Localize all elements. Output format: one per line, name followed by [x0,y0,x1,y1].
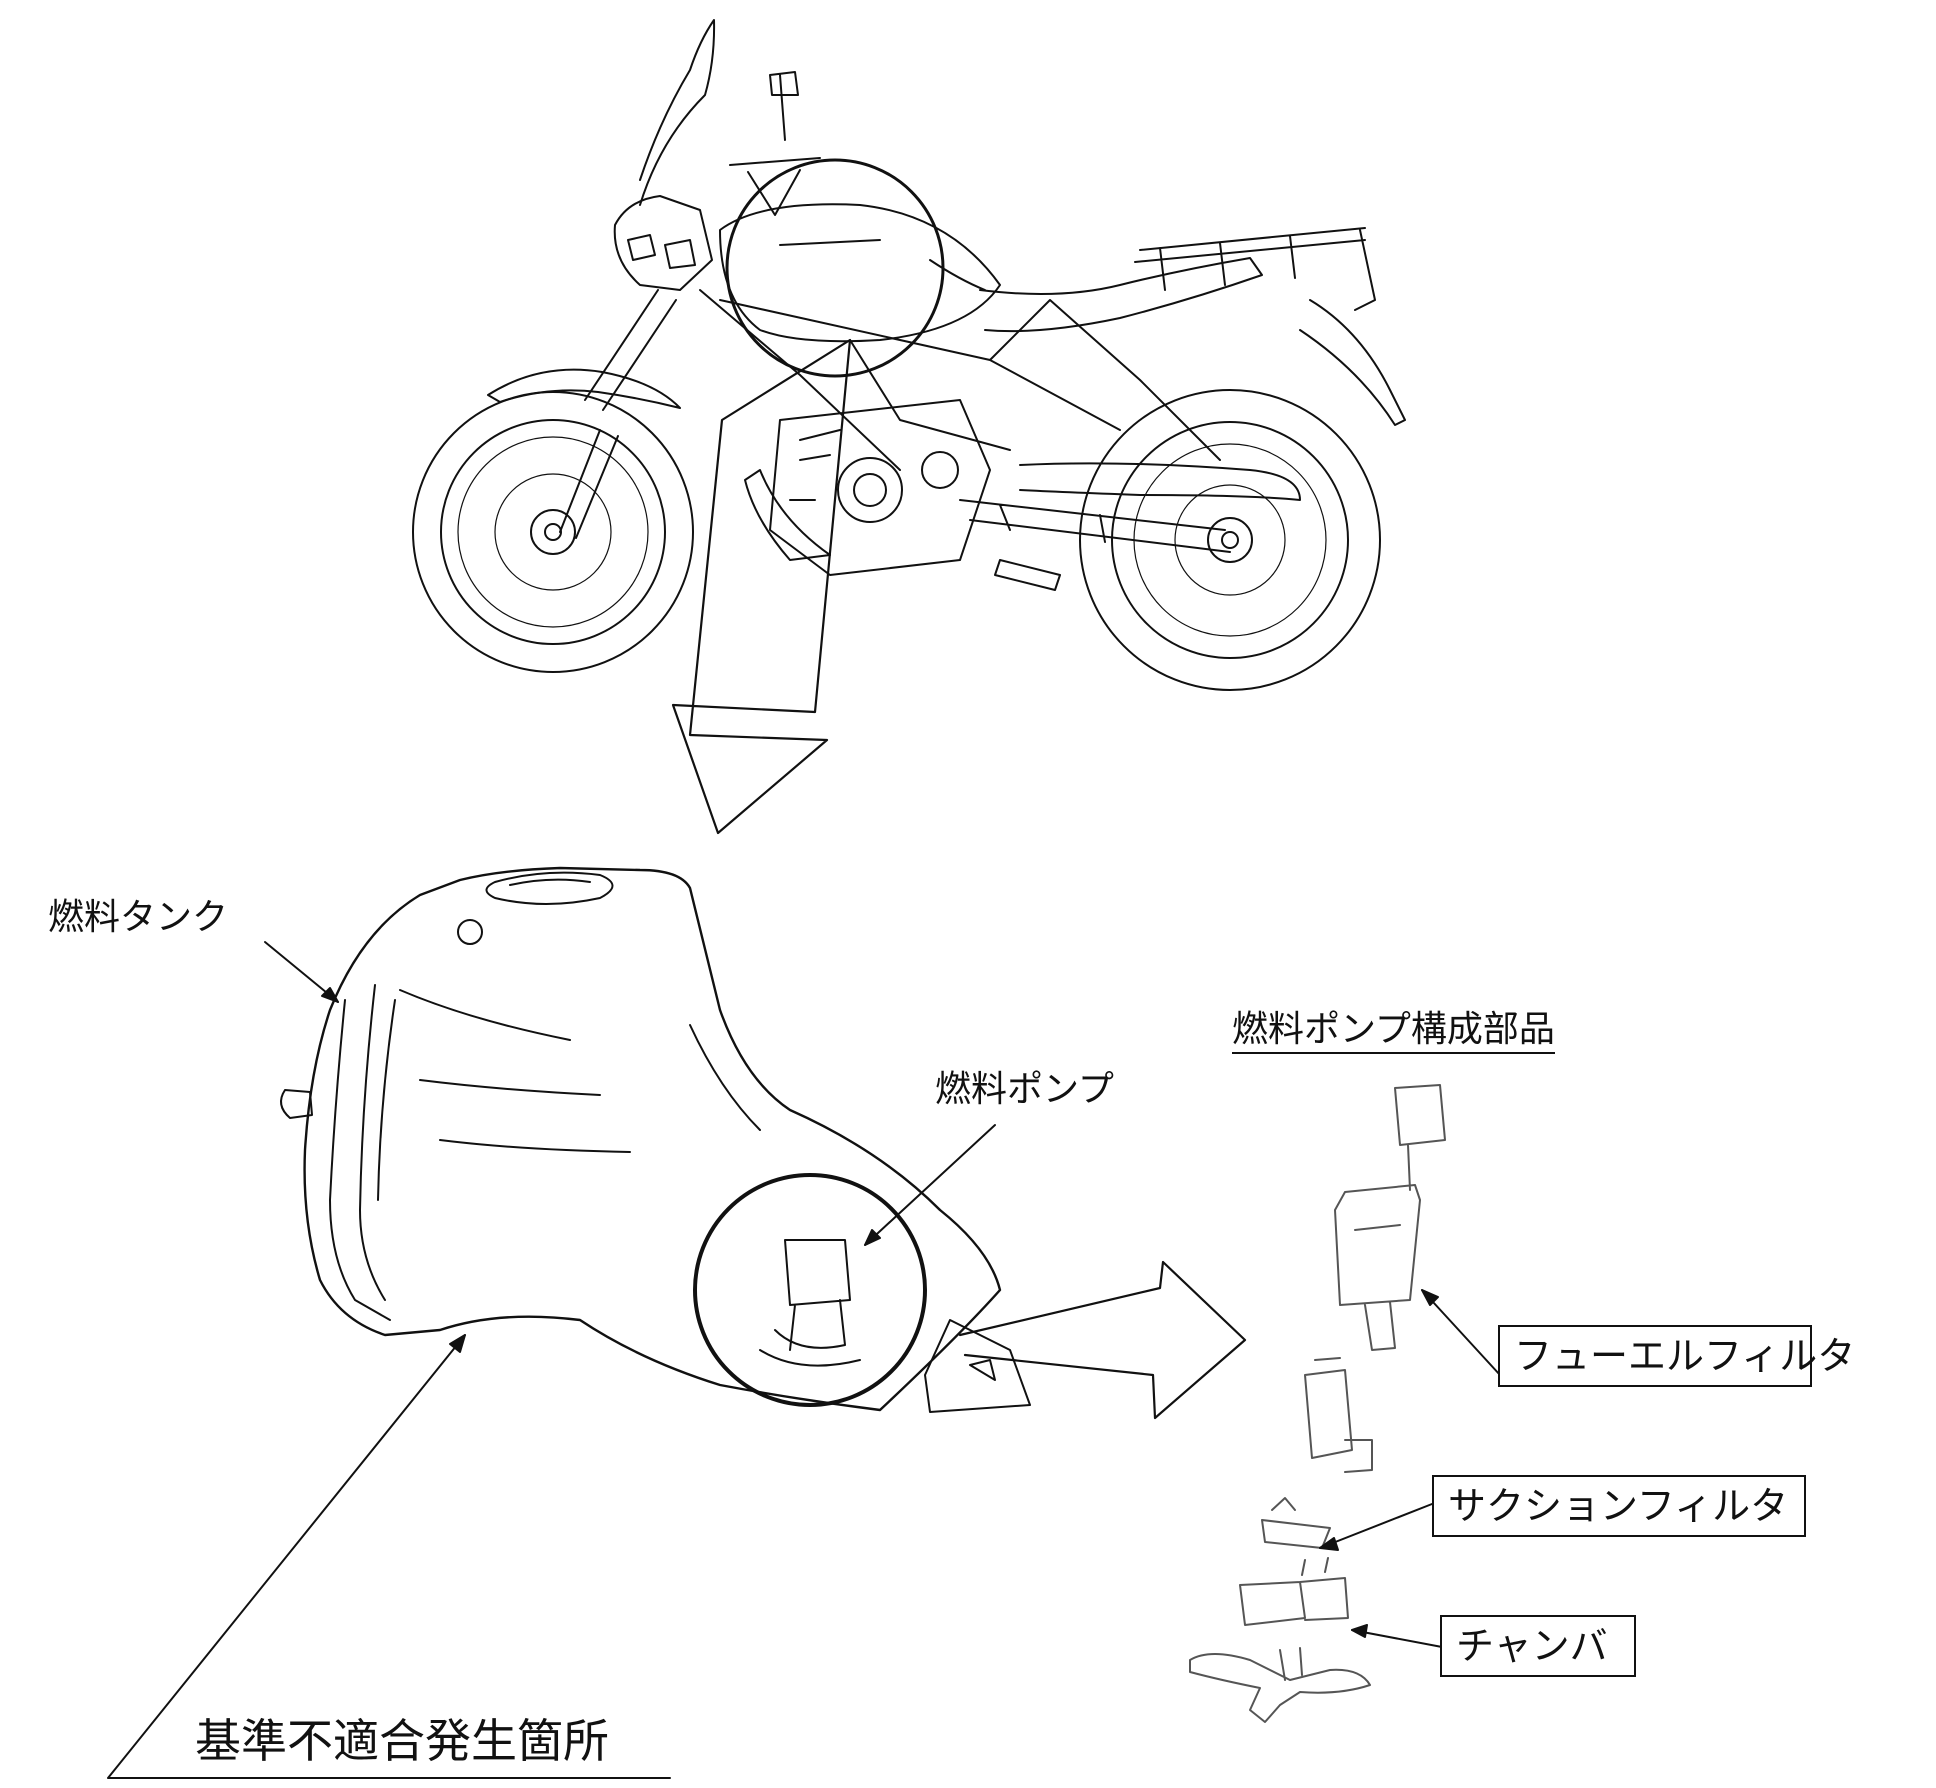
skid-plate [744,469,831,561]
chamber-leader-head [1351,1624,1368,1638]
footpeg [994,559,1061,591]
tank-mount-left [280,1089,313,1119]
tank-outline [303,866,1002,1412]
tank-mount-right [924,1319,1031,1413]
suction-filter-label: サクションフィルタ [1432,1475,1806,1537]
fuel-filter-leader-head [1421,1289,1439,1306]
front-fender [487,368,681,409]
base-plate-part [1189,1647,1371,1723]
right-arrow [958,1260,1247,1420]
suction-filter-leader [1319,1503,1433,1549]
rear-wheel [1079,389,1381,691]
suction-filter-leader-head [1319,1537,1339,1551]
fuel-tank-label: 燃料タンク [48,897,229,938]
fuel-filter-part [1334,1084,1446,1351]
down-arrow [671,338,852,835]
pump-motor-part [1304,1357,1373,1473]
fuel-filter-leader [1421,1289,1501,1376]
seat [979,257,1263,333]
headlight-cowl [613,195,713,291]
fuel-tank-leader-head [321,987,339,1003]
windscreen [639,19,716,206]
handlebar [729,71,821,216]
nonconformity-leader [107,1334,671,1779]
engine [769,399,991,576]
front-wheel [412,391,694,673]
fuel-filter-label: フューエルフィルタ [1498,1325,1855,1387]
pump-highlight-circle [693,1173,927,1407]
components-title: 燃料ポンプ構成部品 [1232,1012,1555,1054]
chamber-leader [1351,1629,1443,1648]
bike-fuel-tank [719,203,1001,343]
exhaust [1019,462,1301,501]
chamber-part [1239,1557,1349,1626]
suction-filter-part [1261,1497,1331,1549]
motorcycle-drawing [412,19,1406,691]
components-photo [1189,1084,1446,1723]
chamber-label: チャンバ [1440,1615,1636,1677]
rear-fender [1299,299,1406,426]
fuel-pump-leader [864,1124,996,1246]
fuel-tank-drawing [280,866,1031,1413]
bike-highlight-circle [725,158,945,378]
fuel-pump-leader-head [864,1229,881,1246]
swingarm [959,499,1231,553]
front-fork [559,289,677,539]
fuel-pump-label: 燃料ポンプ [935,1069,1114,1110]
tank-crease [399,989,761,1153]
tank-breather [457,919,483,945]
tank-side-panel [329,984,396,1321]
nonconformity-location-label: 基準不適合発生箇所 [195,1714,609,1768]
pump-in-tank [759,1239,861,1367]
luggage-rack [1134,227,1376,311]
tank-filler-cap [485,871,614,905]
frame [699,289,1221,471]
nonconformity-leader-head [449,1334,466,1353]
